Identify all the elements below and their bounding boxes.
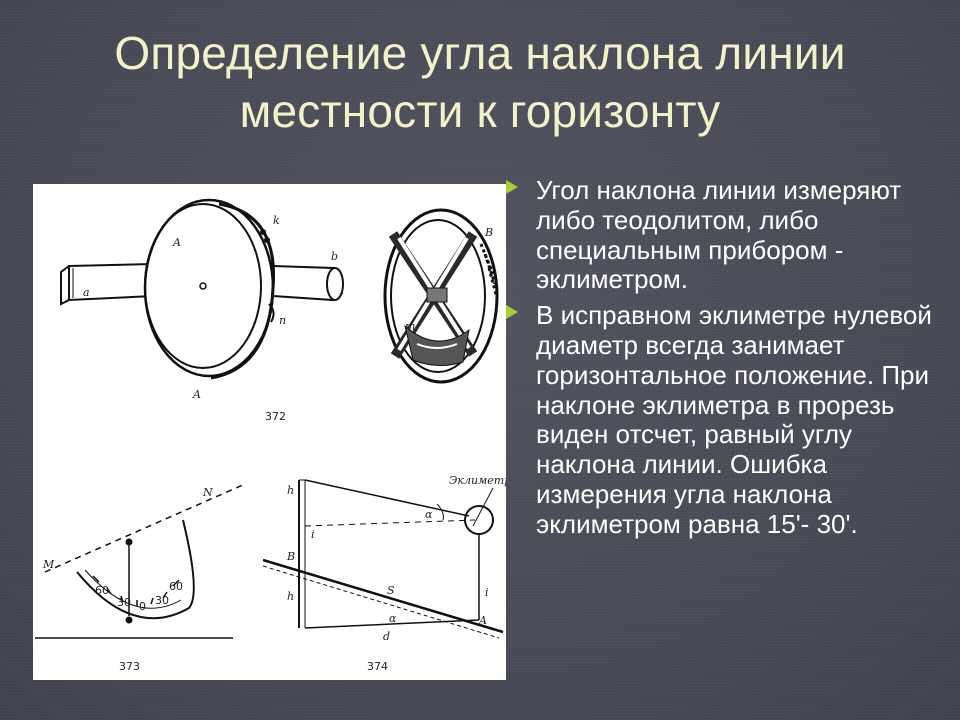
fig-374-caption: 374 [367,660,388,673]
fig-373-scale-mark-2: 30 [117,596,131,609]
bullet-item-2: В исправном эклиметре нулевой диаметр вс… [504,300,944,539]
bullet-text-1: Угол наклона линии измеряют либо теодоли… [536,175,902,295]
fig-373-scale [35,483,246,639]
fig-374-label-B: B [286,550,295,563]
fig-373-label-M: M [42,558,55,571]
fig-374-label-alpha-top: α [425,508,433,521]
fig-372-eclimeter-disk [383,208,499,384]
fig-374-label-d: d [383,630,390,643]
title-line-1: Определение угла наклона линии [114,27,846,79]
slide-title: Определение угла наклона линии местности… [0,24,960,140]
eclimeter-figures: A A k b l n a B m 372 [35,198,506,673]
fig-372-label-m: m [405,320,415,333]
title-line-2: местности к горизонту [239,85,721,137]
fig-372-label-a: a [83,286,90,299]
bullet-text-2: В исправном эклиметре нулевой диаметр вс… [536,300,932,539]
bullet-list: Угол наклона линии измеряют либо теодоли… [504,175,944,540]
triangle-bullet-icon [506,180,518,194]
fig-374-label-alpha-bottom: α [389,612,397,625]
fig-374-label-h2: h [287,590,294,603]
fig-374-slope-diagram [262,479,504,639]
triangle-bullet-icon [506,305,518,320]
fig-373-caption: 373 [119,660,140,673]
fig-372-caption: 372 [265,410,286,423]
figure-panel: A A k b l n a B m 372 [33,184,506,680]
fig-372-eclimeter-side [60,198,344,380]
fig-373-scale-mark-4: 30 [155,594,169,607]
fig-374-label-i1: i [311,528,315,541]
fig-372-label-l: l [341,284,345,297]
fig-374-label-instrument: Эклиметр [449,474,506,487]
fig-372-label-A-top: A [172,236,181,249]
fig-374-label-A: A [478,614,487,627]
fig-373-scale-mark-5: 60 [169,580,183,593]
fig-374-label-h1: h [287,484,294,497]
fig-373-scale-mark-3: 0 [139,600,146,613]
fig-373-label-N: N [202,486,213,499]
fig-372-label-B: B [484,226,493,239]
fig-372-label-b: b [331,250,338,263]
fig-373-scale-mark-1: 60 [95,584,109,597]
fig-372-label-A-bottom: A [192,388,201,401]
fig-374-label-i2: i [485,586,489,599]
fig-372-label-n: n [279,314,286,327]
fig-374-label-S: S [387,584,395,597]
fig-372-label-k: k [273,214,280,227]
bullet-item-1: Угол наклона линии измеряют либо теодоли… [504,175,944,295]
